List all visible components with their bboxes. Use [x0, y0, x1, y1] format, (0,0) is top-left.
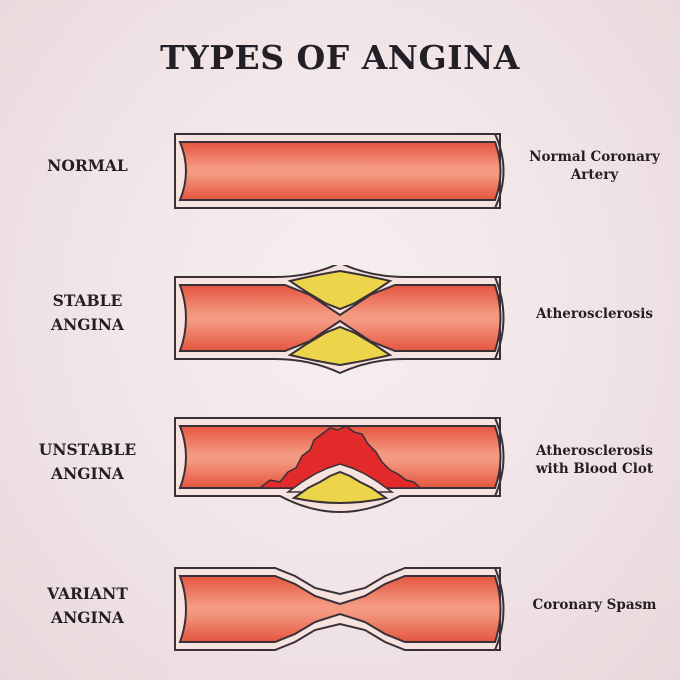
- label-variant-angina: VARIANT ANGINA: [20, 582, 155, 630]
- row-unstable-angina: UNSTABLE ANGINA Atherosclerosis with Blo…: [0, 412, 680, 532]
- plaque-with-clot-artery-illustration: [174, 417, 505, 514]
- label-line: VARIANT: [47, 584, 128, 603]
- desc-line: Coronary Spasm: [532, 597, 657, 613]
- label-line: STABLE: [52, 291, 123, 310]
- row-normal: NORMAL Normal Coronary Artery: [0, 120, 680, 240]
- label-line: NORMAL: [47, 156, 128, 175]
- desc-unstable-angina: Atherosclerosis with Blood Clot: [522, 442, 667, 478]
- desc-line: Atherosclerosis: [536, 443, 653, 459]
- normal-artery-illustration: [174, 133, 505, 209]
- label-line: UNSTABLE: [38, 440, 137, 459]
- desc-line: Normal Coronary: [529, 149, 660, 165]
- spasm-narrowed-artery-illustration: [174, 567, 505, 651]
- desc-variant-angina: Coronary Spasm: [522, 596, 667, 614]
- label-line: ANGINA: [51, 315, 124, 334]
- desc-line: with Blood Clot: [535, 461, 654, 477]
- label-unstable-angina: UNSTABLE ANGINA: [20, 438, 155, 486]
- desc-normal: Normal Coronary Artery: [522, 148, 667, 184]
- page-title: TYPES OF ANGINA: [160, 38, 520, 77]
- desc-stable-angina: Atherosclerosis: [522, 305, 667, 323]
- label-line: ANGINA: [51, 464, 124, 483]
- label-stable-angina: STABLE ANGINA: [20, 289, 155, 337]
- row-stable-angina: STABLE ANGINA Atherosclerosis: [0, 265, 680, 385]
- label-line: ANGINA: [51, 608, 124, 627]
- plaque-narrowed-artery-illustration: [174, 265, 505, 375]
- desc-line: Atherosclerosis: [536, 306, 653, 322]
- label-normal: NORMAL: [20, 154, 155, 178]
- row-variant-angina: VARIANT ANGINA Coronary Spasm: [0, 560, 680, 680]
- desc-line: Artery: [570, 167, 619, 183]
